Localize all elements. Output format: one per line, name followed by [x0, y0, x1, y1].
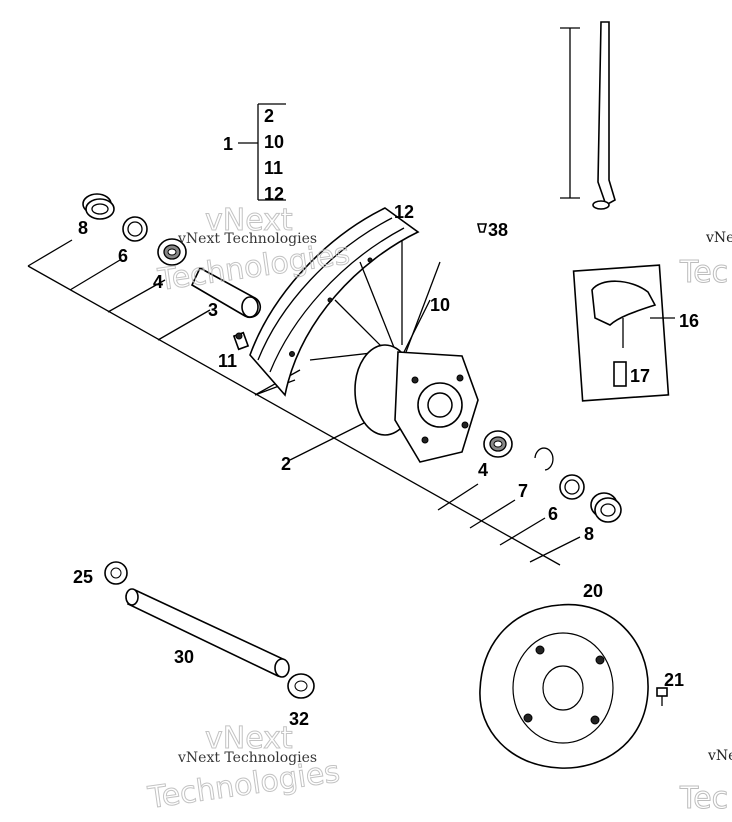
label-20: 20	[583, 581, 603, 601]
bearing-part-4-right	[483, 430, 513, 458]
label-3: 3	[208, 300, 218, 320]
index-line-lower	[289, 419, 581, 563]
label-11: 11	[218, 351, 237, 371]
bolt-part-21	[656, 687, 668, 706]
label-1: 1	[223, 134, 233, 154]
label-8-left: 8	[78, 218, 88, 238]
axle-part-30	[125, 588, 290, 678]
label-30: 30	[174, 647, 194, 667]
label-1-sub-11: 11	[264, 158, 283, 178]
label-32: 32	[289, 709, 309, 729]
axle-nut-part-25	[104, 561, 128, 585]
assembly-bracket	[238, 103, 286, 201]
label-12: 12	[394, 202, 414, 222]
label-4-right: 4	[478, 460, 488, 480]
hub-part-2	[354, 344, 479, 463]
screw-part-38	[476, 223, 488, 233]
bearing-part-4-left	[157, 238, 187, 266]
label-2: 2	[281, 454, 291, 474]
svg-text:vNext Technologies: vNext Technologies	[177, 231, 317, 247]
spacer-part-8-left	[82, 193, 115, 220]
svg-text:vNext Technologies: vNext Technologies	[177, 750, 317, 766]
label-4-left: 4	[153, 272, 163, 292]
spacer-part-32	[287, 673, 315, 699]
svg-text:vNext: vNext	[205, 721, 293, 756]
brake-disc-part-20	[479, 603, 649, 769]
label-1-sub-2: 2	[264, 106, 274, 126]
label-7: 7	[518, 481, 528, 501]
rim-part-12	[249, 207, 420, 397]
seal-part-6-right	[559, 474, 585, 500]
label-6-right: 6	[548, 504, 558, 524]
label-17: 17	[630, 366, 650, 386]
spacer-part-8-right	[590, 492, 622, 523]
label-10: 10	[430, 295, 450, 315]
svg-text:Tec: Tec	[679, 255, 728, 290]
spoke-detail	[560, 21, 616, 210]
label-25: 25	[73, 567, 93, 587]
label-6-left: 6	[118, 246, 128, 266]
watermark-edge-bottom: vNe Tec	[679, 748, 732, 817]
nipple-part-11	[232, 331, 250, 351]
watermark-bottom: vNext Technologies vNext Technologies	[145, 721, 343, 817]
label-21: 21	[664, 670, 684, 690]
label-16: 16	[679, 311, 699, 331]
svg-text:vNe: vNe	[705, 230, 732, 246]
watermark-edge-top: vNe Tec	[679, 230, 732, 291]
index-line-upper	[27, 239, 561, 566]
label-8-right: 8	[584, 524, 594, 544]
label-38: 38	[488, 220, 508, 240]
seal-part-6-left	[122, 216, 148, 242]
svg-text:vNe: vNe	[707, 748, 732, 764]
label-1-sub-12: 12	[264, 184, 284, 204]
circlip-part-7	[534, 447, 554, 471]
valve-kit-box	[572, 264, 675, 402]
label-1-sub-10: 10	[264, 132, 284, 152]
spacer-tube-part-3	[190, 266, 262, 319]
part-labels: 1 2 10 11 12 8 6 4 3 11 12 38 10 16 17 2…	[73, 106, 699, 729]
svg-text:Tec: Tec	[679, 781, 728, 816]
svg-text:vNext: vNext	[205, 203, 293, 238]
